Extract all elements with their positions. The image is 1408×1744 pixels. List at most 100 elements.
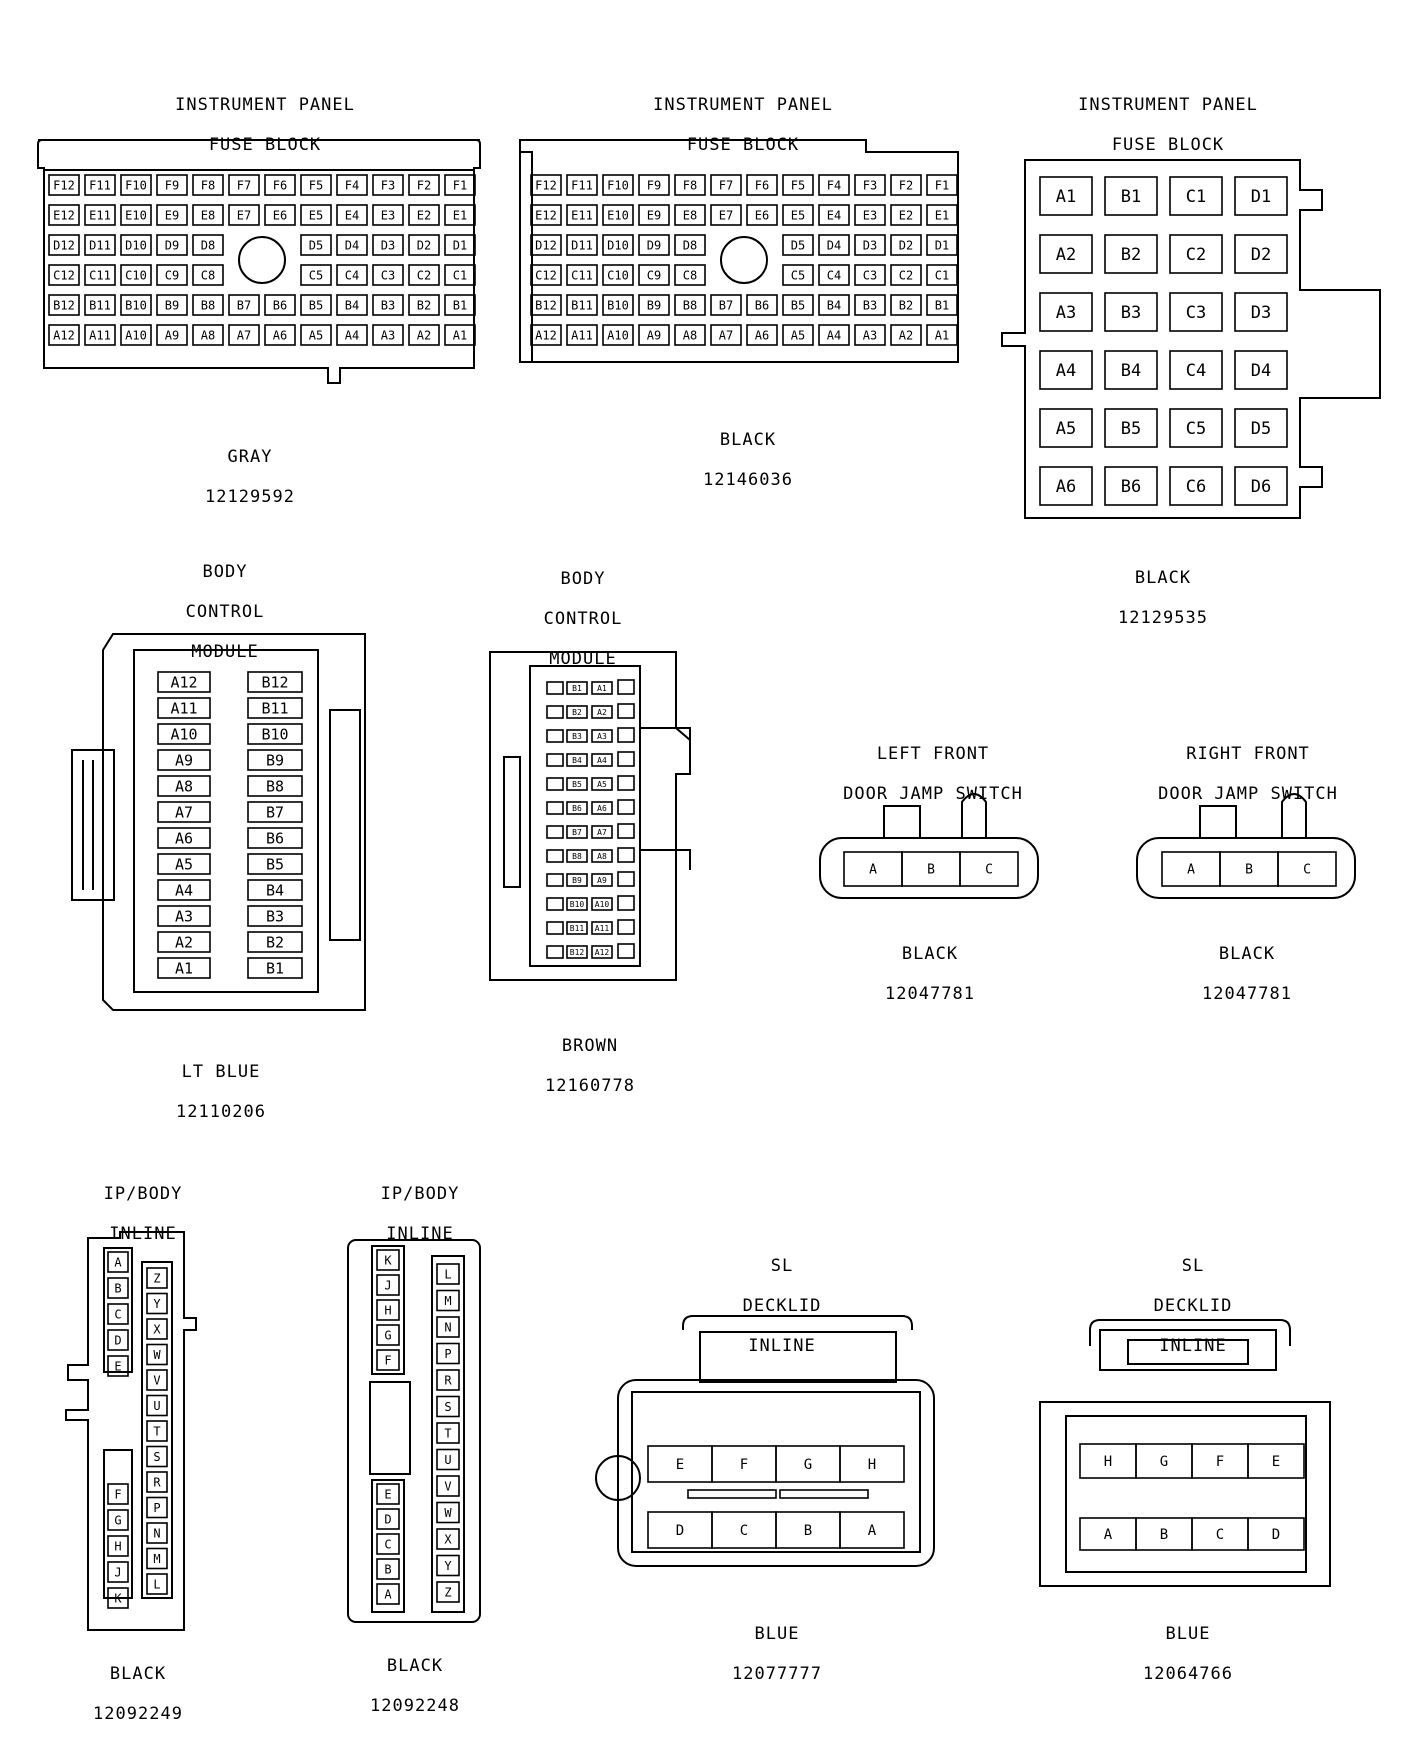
fuse-block-gray-pin-label: B6 [273,298,287,312]
fuse-block-gray-pin-label: C11 [89,268,111,282]
ip-inline-248-pin-label: F [384,1353,391,1367]
bcm-brown-cavity [566,753,588,767]
fuse-block-black-pin-label: B9 [647,298,661,312]
fuse-block-gray-cavity [120,264,152,286]
fuse-block-square-cavity [1039,408,1093,448]
fuse-block-black-cavity [710,294,742,316]
fuse-block-black-pin-label: B5 [791,298,805,312]
part-number: 12092248 [370,1696,460,1716]
fuse-block-gray-pin-label: F3 [381,178,395,192]
fuse-block-square-cavity [1234,176,1288,216]
decklid-766-cavity [1247,1443,1305,1479]
fuse-block-black-cavity [674,204,706,226]
fuse-block-gray-pin-label: A2 [417,328,431,342]
bcm-lt-blue-pin-label: B3 [266,907,284,925]
fuse-block-gray-cavity [120,204,152,226]
fuse-block-black-pin-label: E7 [719,208,733,222]
fuse-block-square-cavity [1234,350,1288,390]
lf-door-switch-housing [819,793,1039,899]
ip-inline-248-cavity [436,1395,460,1418]
bcm-brown-cavity [566,825,588,839]
fuse-block-gray-pin-label: E11 [89,208,111,222]
fuse-block-black-pin-label: D9 [647,238,661,252]
decklid-777-housing [595,1315,935,1567]
decklid-766-housing [1039,1319,1331,1587]
fuse-block-black-cavity [530,264,562,286]
fuse-block-gray-pin-label: F10 [125,178,147,192]
ip-inline-249-cavity [146,1471,168,1493]
ip-inline-248-cavity [376,1274,400,1296]
ip-inline-249-cavity [146,1522,168,1544]
fuse-block-black-pin-label: B1 [935,298,949,312]
fuse-block-gray-pin-label: B11 [89,298,111,312]
fuse-block-black-pin-label: F2 [899,178,913,192]
fuse-block-gray-cavity [228,324,260,346]
fuse-block-gray-cavity [264,294,296,316]
bcm-lt-blue-pin-label: B12 [261,673,288,691]
title-line: CONTROL [543,609,623,629]
fuse-block-black-cavity [926,234,958,256]
bcm-brown-pin-label: A7 [597,828,607,837]
fuse-block-black-pin-label: B11 [571,298,593,312]
bcm-lt-blue-label: LT BLUE 12110206 [61,1042,381,1142]
bcm-lt-blue-pin-label: B11 [261,699,288,717]
ip-inline-249-cavity [107,1303,129,1325]
ip-inline-249-pin-label: R [153,1475,161,1489]
bcm-brown-cavities: B1B2B3B4B5B6B7B8B9B10B11B12A1A2A3A4A5A6A… [546,679,635,959]
fuse-block-black-pin-label: B4 [827,298,841,312]
bcm-lt-blue-title: BODY CONTROL MODULE [65,542,385,682]
fuse-block-black-pin-label: C12 [535,268,557,282]
connector-color: BLACK [109,1664,167,1684]
ip-inline-248-pin-label: K [384,1253,392,1267]
ip-inline-248-pin-label: S [444,1400,451,1414]
bcm-lt-blue-cavity [247,723,303,745]
part-number: 12129592 [205,487,295,507]
fuse-block-gray-cavity [48,174,80,196]
ip-inline-248-pin-label: A [384,1587,392,1601]
fuse-block-gray-cavity [120,294,152,316]
fuse-block-black-cavity [530,294,562,316]
fuse-block-square-pin-label: D2 [1251,245,1271,265]
bcm-lt-blue-pin-label: B1 [266,959,284,977]
fuse-block-square-pin-label: A6 [1056,477,1076,497]
ip-inline-248-pin-label: V [444,1479,451,1493]
fuse-block-gray-pin-label: B5 [309,298,323,312]
fuse-block-gray-cavity [444,324,476,346]
bcm-lt-blue-pin-label: A5 [175,855,193,873]
fuse-block-gray-cavity [372,264,404,286]
fuse-block-gray-cavity [228,294,260,316]
fuse-block-square-title: INSTRUMENT PANEL FUSE BLOCK [1008,75,1328,175]
fuse-block-gray-pin-label: F2 [417,178,431,192]
fuse-block-square-pin-label: B4 [1121,361,1141,381]
fuse-block-square-pin-label: D4 [1251,361,1271,381]
fuse-block-gray-pin-label: A1 [453,328,467,342]
bcm-brown-key-cavity [546,753,564,767]
ip-inline-248-cavity [436,1289,460,1312]
rf-door-switch-pin-label: C [1303,863,1311,878]
bcm-lt-blue-cavity [247,827,303,849]
fuse-block-black-cavity [818,264,850,286]
bcm-brown-key-cavity [617,871,635,887]
ip-inline-248-pin-label: T [444,1426,451,1440]
fuse-block-square-cavity [1234,292,1288,332]
lf-door-switch-cavity [959,851,1019,887]
title-line: CONTROL [185,602,265,622]
ip-inline-248-pin-label: N [444,1320,451,1334]
bcm-brown-cavity [591,945,613,959]
ip-inline-248-cavity [376,1533,400,1555]
bcm-brown-label: BROWN 12160778 [430,1016,750,1116]
fuse-block-black-cavity [890,204,922,226]
fuse-block-black-pin-label: E4 [827,208,841,222]
bcm-brown-pin-label: B8 [572,852,582,861]
fuse-block-gray-pin-label: B7 [237,298,251,312]
fuse-block-gray-cavity [48,204,80,226]
bcm-lt-blue-cavity [247,853,303,875]
fuse-block-black-cavity [602,204,634,226]
fuse-block-black-cavity [818,324,850,346]
bcm-brown-cavity [566,849,588,863]
fuse-block-gray-cavity [264,204,296,226]
